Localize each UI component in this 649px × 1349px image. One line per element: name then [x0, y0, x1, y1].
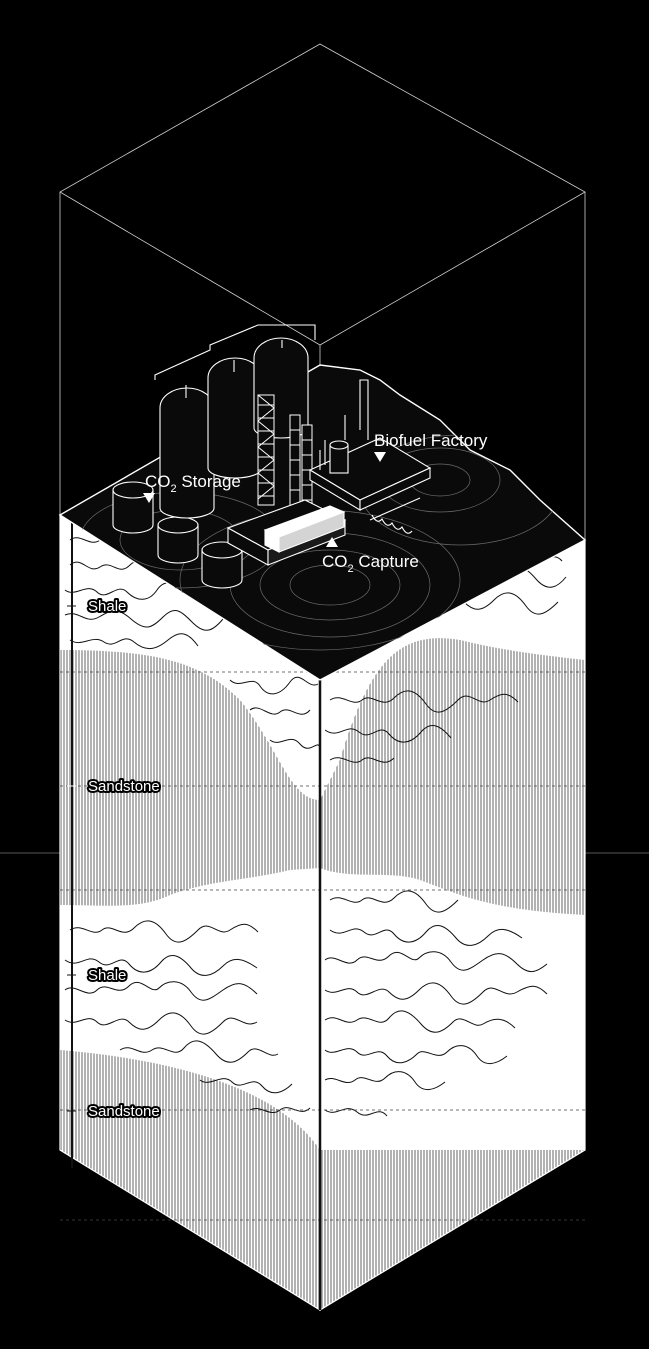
strata-label-shale-lower: Shale [88, 967, 126, 984]
lower-shale-right [320, 868, 585, 1150]
strata-label-sandstone-lower: Sandstone [88, 1103, 160, 1120]
label-co2-storage: CO2 Storage [143, 472, 241, 503]
marker-triangle-down [143, 493, 155, 503]
strata-label-shale-upper: Shale [88, 598, 126, 615]
svg-text:Biofuel Factory: Biofuel Factory [374, 431, 488, 450]
svg-text:CO2 Storage: CO2 Storage [145, 472, 241, 495]
strata-label-sandstone-upper: Sandstone [88, 778, 160, 795]
right-face [320, 540, 585, 1310]
marker-triangle-down [374, 452, 386, 462]
svg-text:CO2 Capture: CO2 Capture [322, 552, 419, 575]
co2-capture-building [226, 499, 347, 566]
upper-shale-right [320, 540, 585, 800]
biofuel-factory-building [308, 379, 432, 534]
strata-labels: Shale Sandstone Shale Sandstone [67, 596, 162, 1122]
marker-triangle-up [326, 537, 338, 547]
lower-shale-left [60, 868, 320, 1150]
scaffold-tower [257, 394, 275, 506]
label-biofuel-factory: Biofuel Factory [374, 431, 488, 462]
upper-shale-left [60, 515, 320, 800]
storage-tanks-short [112, 481, 243, 589]
label-co2-capture: CO2 Capture [322, 537, 419, 575]
storage-tanks-tall [154, 324, 316, 519]
